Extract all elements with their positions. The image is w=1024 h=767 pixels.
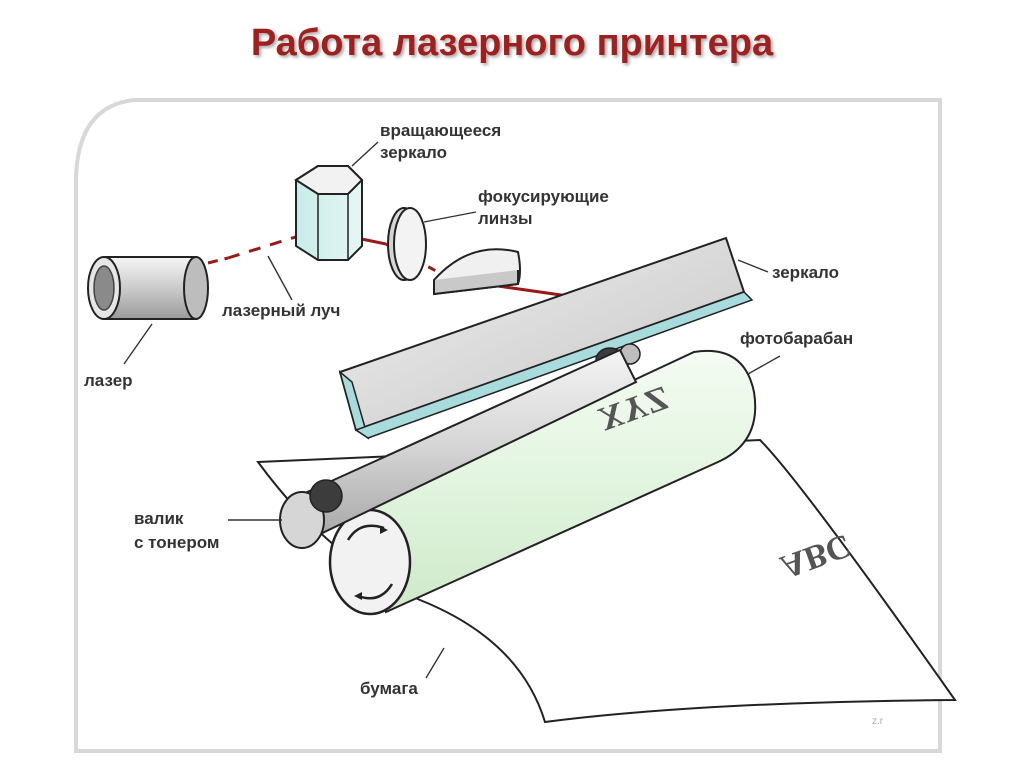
label-rotating-mirror-1: вращающееся: [380, 121, 501, 140]
label-focusing-lenses-1: фокусирующие: [478, 187, 609, 206]
page-title: Работа лазерного принтера: [250, 22, 774, 64]
label-laser: лазер: [84, 371, 133, 390]
laser-icon: [87, 256, 209, 320]
label-focusing-lenses-2: линзы: [478, 209, 533, 228]
label-paper: бумага: [360, 679, 418, 698]
cylindrical-lens-icon: [433, 248, 521, 296]
leader-lines: [123, 141, 781, 679]
focusing-lens-icon: [387, 207, 427, 281]
mirror-bar-icon: [338, 236, 754, 440]
rotating-mirror-icon: [294, 165, 364, 261]
watermark: z.r: [872, 716, 884, 727]
toner-roller-icon: [279, 348, 638, 549]
label-mirror: зеркало: [772, 263, 839, 282]
label-toner-roller-2: с тонером: [134, 533, 220, 552]
label-laser-beam: лазерный луч: [222, 301, 340, 320]
label-rotating-mirror-2: зеркало: [380, 143, 447, 162]
label-toner-roller-1: валик: [134, 509, 184, 528]
label-drum: фотобарабан: [740, 329, 853, 348]
